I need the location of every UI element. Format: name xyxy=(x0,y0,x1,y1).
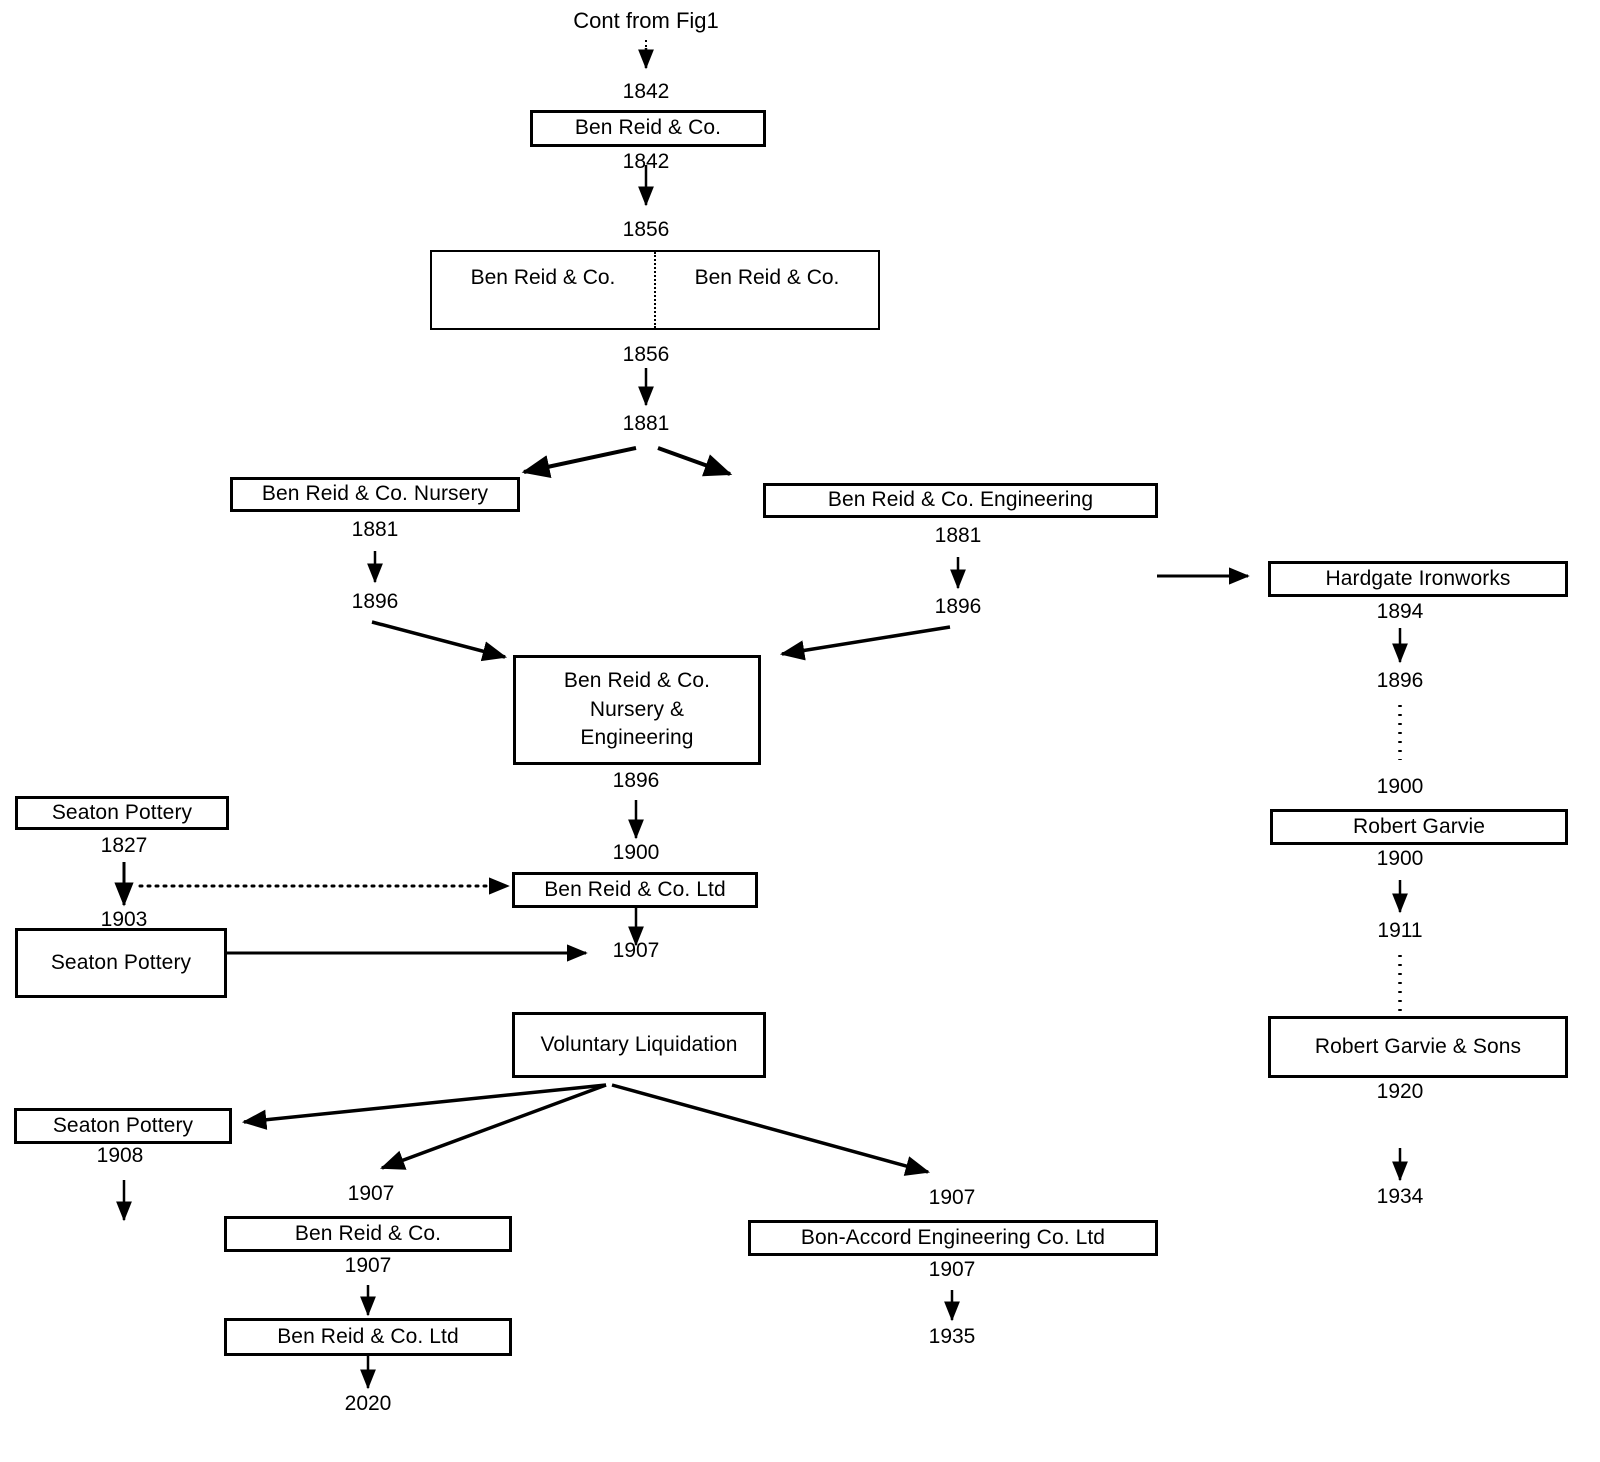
year-1903-seaton: 1903 xyxy=(100,908,148,931)
year-1896-engineering: 1896 xyxy=(934,595,982,618)
node-ben-reid-co-nursery-engineering[interactable]: Ben Reid & Co. Nursery & Engineering xyxy=(513,655,761,765)
node-ben-reid-co-ltd-2020[interactable]: Ben Reid & Co. Ltd xyxy=(224,1318,512,1356)
node-robert-garvie[interactable]: Robert Garvie xyxy=(1270,809,1568,845)
year-1920-garvie: 1920 xyxy=(1376,1080,1424,1103)
year-1827-seaton: 1827 xyxy=(100,834,148,857)
node-seaton-pottery-1827[interactable]: Seaton Pottery xyxy=(15,796,229,830)
arrow-1896left-to-merged xyxy=(371,620,508,662)
arrow-liquidation-to-bonaccord xyxy=(611,1083,931,1176)
node-seaton-pottery-1903[interactable]: Seaton Pottery xyxy=(15,928,227,998)
node-hardgate-ironworks[interactable]: Hardgate Ironworks xyxy=(1268,561,1568,597)
year-1900-above-garvie: 1900 xyxy=(1376,775,1424,798)
arrow-liquidation-to-seaton1908 xyxy=(241,1083,607,1130)
year-1908-seaton: 1908 xyxy=(96,1144,144,1167)
node-label: Ben Reid & Co. Engineering xyxy=(827,488,1094,512)
year-1896-merged: 1896 xyxy=(612,769,660,792)
year-1842-below-box: 1842 xyxy=(622,150,670,173)
node-ben-reid-co-nursery[interactable]: Ben Reid & Co. Nursery xyxy=(230,477,520,512)
year-1900-below-garvie: 1900 xyxy=(1376,847,1424,870)
year-2020-benreid: 2020 xyxy=(344,1392,392,1415)
year-1881-engineering: 1881 xyxy=(934,524,982,547)
node-ben-reid-co-1907[interactable]: Ben Reid & Co. xyxy=(224,1216,512,1252)
arrow-1896right-to-merged xyxy=(779,625,951,661)
node-label: Ben Reid & Co. Nursery xyxy=(261,482,489,506)
node-label: Hardgate Ironworks xyxy=(1325,566,1511,590)
node-label-line1: Ben Reid & Co. xyxy=(563,669,711,693)
year-1907-benreid-above: 1907 xyxy=(347,1182,395,1205)
node-label: Ben Reid & Co. Ltd xyxy=(277,1324,459,1348)
node-label-line2: Nursery & xyxy=(589,697,685,721)
node-label: Ben Reid & Co. Ltd xyxy=(544,877,726,901)
node-label: Ben Reid & Co. xyxy=(294,1221,442,1245)
arrow-1881-to-nursery xyxy=(521,446,637,478)
year-1907-benreid-below: 1907 xyxy=(344,1254,392,1277)
arrow-1881-to-engineering xyxy=(657,446,733,477)
node-ben-reid-co-1842[interactable]: Ben Reid & Co. xyxy=(530,110,766,147)
node-ben-reid-co-engineering[interactable]: Ben Reid & Co. Engineering xyxy=(763,483,1158,518)
node-split-half-right[interactable]: Ben Reid & Co. xyxy=(656,252,878,328)
node-voluntary-liquidation[interactable]: Voluntary Liquidation xyxy=(512,1012,766,1078)
year-1907-liquidation: 1907 xyxy=(612,939,660,962)
year-1911-garvie: 1911 xyxy=(1377,919,1423,942)
node-ben-reid-co-ltd-1900[interactable]: Ben Reid & Co. Ltd xyxy=(512,872,758,908)
node-seaton-pottery-1908[interactable]: Seaton Pottery xyxy=(14,1108,232,1144)
node-bon-accord-engineering[interactable]: Bon-Accord Engineering Co. Ltd xyxy=(748,1220,1158,1256)
year-1842-above-box: 1842 xyxy=(622,80,670,103)
year-1900-benreidltd: 1900 xyxy=(612,841,660,864)
node-label: Ben Reid & Co. xyxy=(574,116,722,140)
year-1935-bonaccord: 1935 xyxy=(928,1325,976,1348)
year-1881-nursery: 1881 xyxy=(351,518,399,541)
year-1856-below-split: 1856 xyxy=(622,343,670,366)
arrow-liquidation-to-benreid1907 xyxy=(380,1083,607,1170)
node-robert-garvie-sons[interactable]: Robert Garvie & Sons xyxy=(1268,1016,1568,1078)
year-1894-hardgate: 1894 xyxy=(1376,600,1424,623)
year-1907-bonaccord-above: 1907 xyxy=(928,1186,976,1209)
year-1881-fork: 1881 xyxy=(622,412,670,435)
node-split-half-left[interactable]: Ben Reid & Co. xyxy=(432,252,656,328)
node-label: Ben Reid & Co. xyxy=(470,266,616,289)
year-1896-hardgate: 1896 xyxy=(1376,669,1424,692)
node-label: Bon-Accord Engineering Co. Ltd xyxy=(800,1225,1106,1249)
year-1934-garvie: 1934 xyxy=(1376,1185,1424,1208)
node-label: Robert Garvie & Sons xyxy=(1314,1034,1522,1058)
node-label: Seaton Pottery xyxy=(52,1113,194,1137)
node-ben-reid-co-split-1856[interactable]: Ben Reid & Co. Ben Reid & Co. xyxy=(430,250,880,330)
node-label: Robert Garvie xyxy=(1352,814,1486,838)
year-1896-nursery: 1896 xyxy=(351,590,399,613)
year-1907-bonaccord-below: 1907 xyxy=(928,1258,976,1281)
caption-cont-from-fig1: Cont from Fig1 xyxy=(573,8,719,33)
node-label: Ben Reid & Co. xyxy=(694,266,840,289)
year-1856-above-split: 1856 xyxy=(622,218,670,241)
node-label: Seaton Pottery xyxy=(50,950,192,974)
node-label-line3: Engineering xyxy=(580,726,694,750)
node-label: Voluntary Liquidation xyxy=(540,1032,738,1056)
node-label: Seaton Pottery xyxy=(51,800,193,824)
